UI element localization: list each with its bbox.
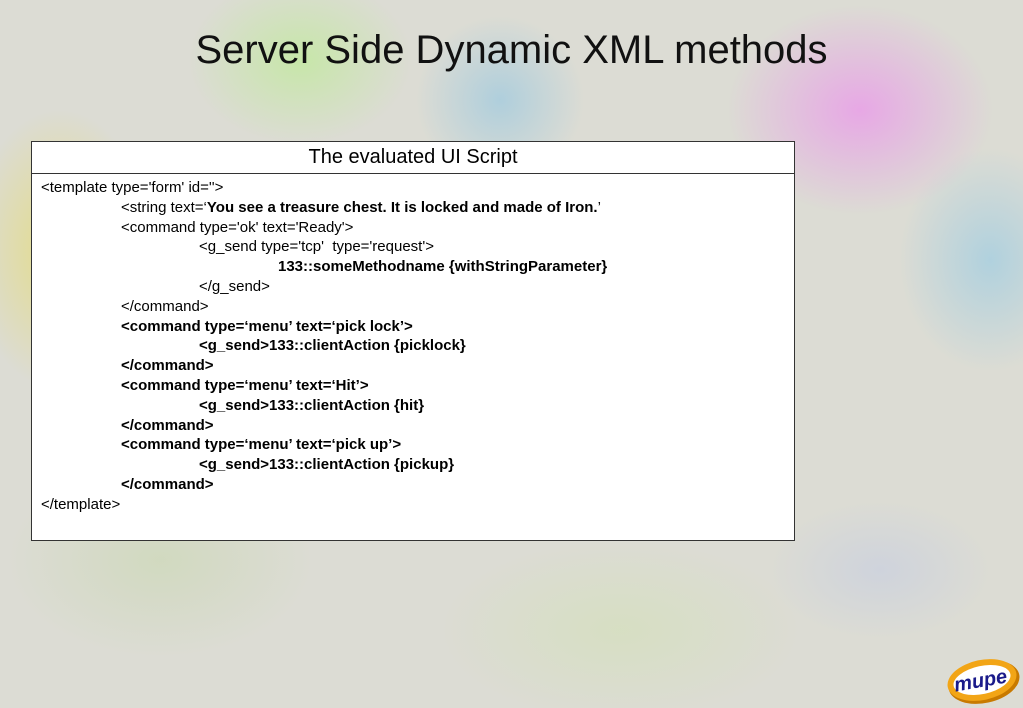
code-line: </command> xyxy=(121,416,214,434)
code-line: <string text=‘You see a treasure chest. … xyxy=(32,198,794,218)
code-listing: <template type='form' id=''> <string tex… xyxy=(32,174,794,515)
code-line: </command> xyxy=(121,297,209,315)
code-line: <command type='ok' text='Ready'> xyxy=(121,218,354,236)
code-line: <template type='form' id=''> xyxy=(41,179,224,196)
code-line: <command type=‘menu’ text=‘Hit’> xyxy=(121,376,369,394)
slide-title: Server Side Dynamic XML methods xyxy=(195,28,828,72)
mupe-logo: mupe xyxy=(947,659,1020,704)
code-line: </command> xyxy=(121,475,214,493)
code-line: <g_send>133::clientAction {hit} xyxy=(199,396,425,414)
code-line: <g_send type='tcp' type='request'> xyxy=(199,238,434,256)
code-text-bold: You see a treasure chest. It is locked a… xyxy=(206,198,598,216)
panel-header: The evaluated UI Script xyxy=(32,142,794,174)
code-line: </command> xyxy=(121,357,214,375)
code-line: <command type=‘menu’ text=‘pick up’> xyxy=(121,436,402,454)
code-line: <command type=‘menu’ text=‘pick lock’> xyxy=(121,317,413,335)
code-line: <g_send>133::clientAction {pickup} xyxy=(199,456,455,474)
code-line: 133::someMethodname {withStringParameter… xyxy=(278,258,608,276)
code-text: ’ xyxy=(597,198,601,216)
code-line: </g_send> xyxy=(199,277,270,295)
script-panel: The evaluated UI Script <template type='… xyxy=(31,141,795,541)
code-text: <string text=‘ xyxy=(121,198,207,216)
code-line: </template> xyxy=(41,495,121,513)
code-line: <g_send>133::clientAction {picklock} xyxy=(199,337,466,355)
